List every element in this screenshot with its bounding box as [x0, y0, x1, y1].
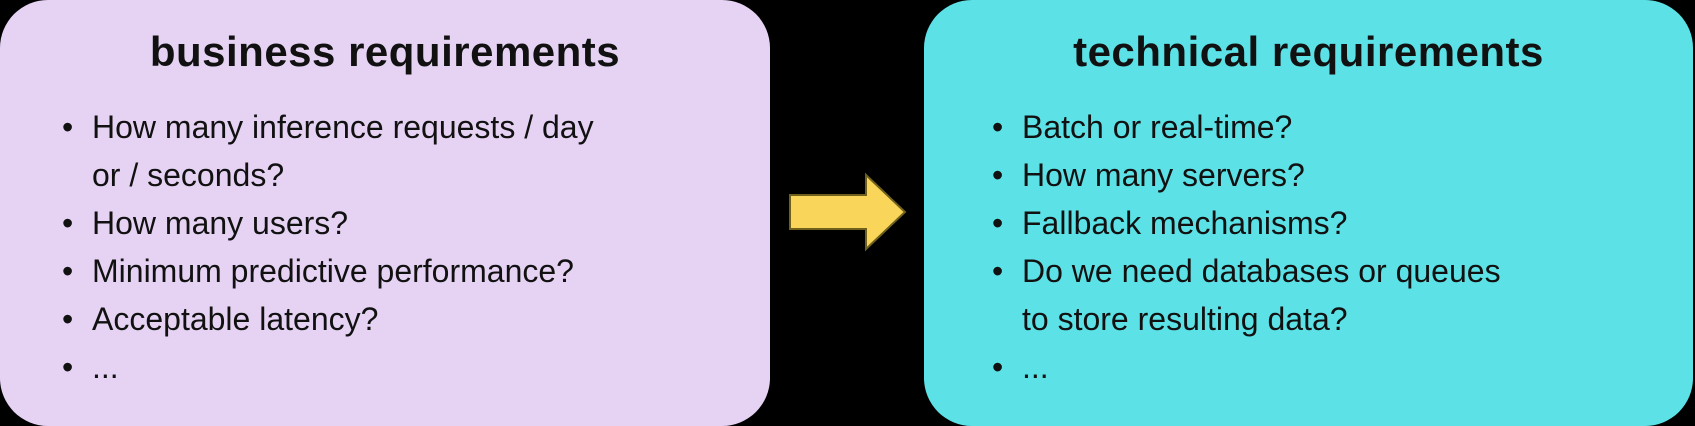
bullet-item: Minimum predictive performance?	[62, 247, 612, 295]
bullet-item: ...	[62, 343, 612, 391]
technical-requirements-card: technical requirements Batch or real-tim…	[924, 0, 1693, 426]
business-requirements-card: business requirements How many inference…	[0, 0, 770, 426]
bullet-item: How many inference requests / day or / s…	[62, 103, 612, 199]
bullet-item: How many users?	[62, 199, 612, 247]
right-arrow-icon	[786, 170, 910, 254]
card-title: business requirements	[149, 28, 621, 75]
bullet-item: Batch or real-time?	[992, 103, 1522, 151]
bullet-list: Batch or real-time? How many servers? Fa…	[924, 103, 1693, 391]
bullet-item: Acceptable latency?	[62, 295, 612, 343]
bullet-item: Fallback mechanisms?	[992, 199, 1522, 247]
bullet-list: How many inference requests / day or / s…	[0, 103, 770, 391]
bullet-item: ...	[992, 343, 1522, 391]
card-title: technical requirements	[1073, 28, 1544, 75]
bullet-item: Do we need databases or queues to store …	[992, 247, 1522, 343]
bullet-item: How many servers?	[992, 151, 1522, 199]
